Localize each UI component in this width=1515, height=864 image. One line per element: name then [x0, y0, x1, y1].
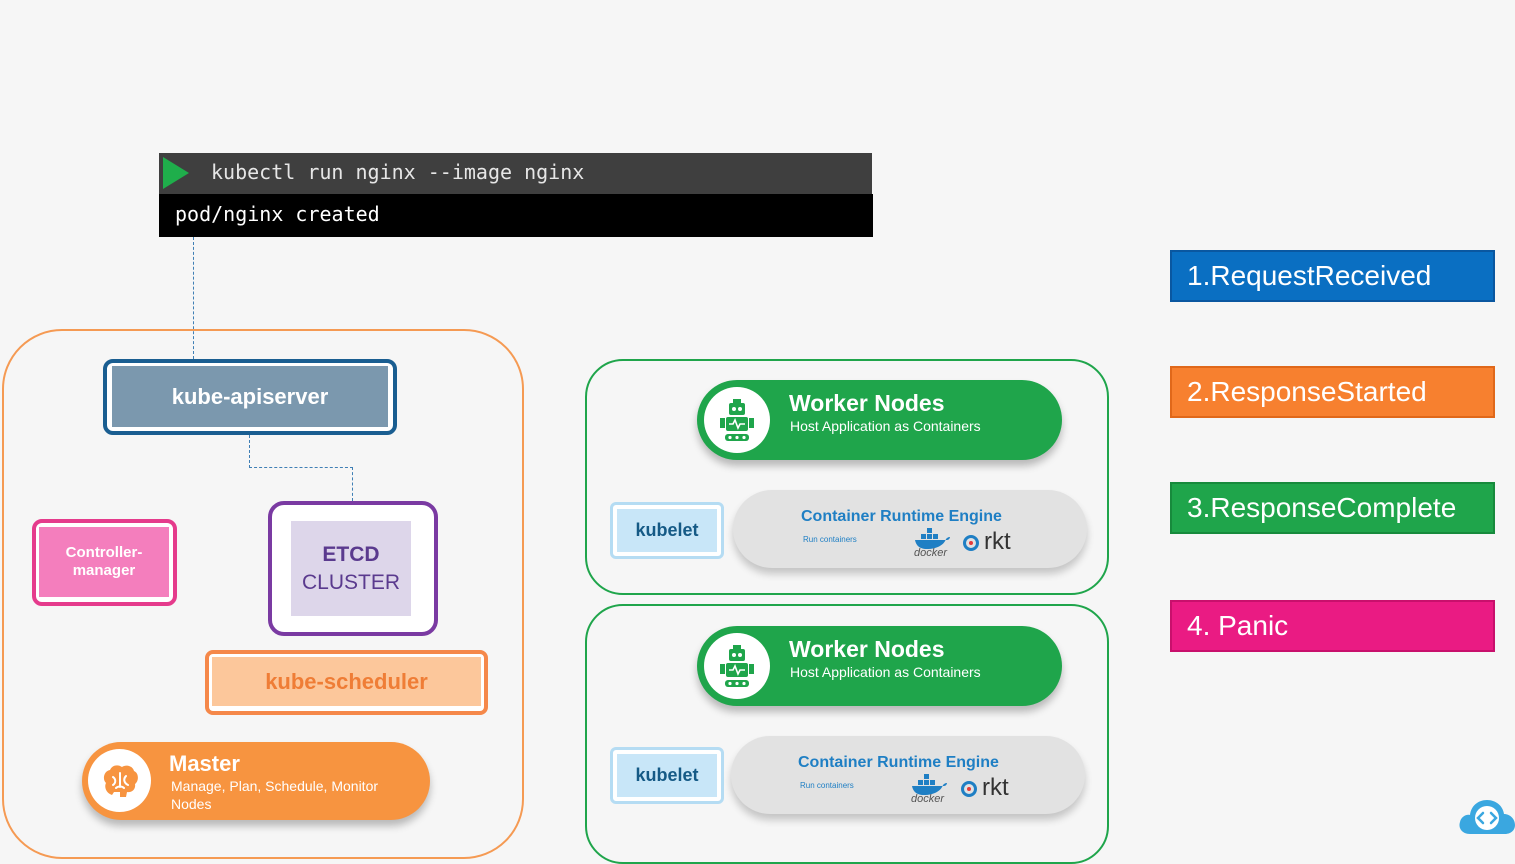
kubelet-label-2: kubelet: [617, 754, 717, 797]
runtime-title-2: Container Runtime Engine: [798, 754, 999, 771]
terminal-output-bar: [159, 194, 873, 237]
legend-panic: 4. Panic: [1170, 600, 1495, 652]
terminal-command-bar: [159, 153, 872, 194]
kube-scheduler-label: kube-scheduler: [212, 657, 481, 706]
etcd-cluster-inner: ETCD CLUSTER: [291, 521, 411, 616]
worker-node-boundary-1: [585, 359, 1109, 595]
etcd-title: ETCD: [322, 542, 380, 566]
rkt-label-2: rkt: [982, 774, 1009, 801]
controller-manager-label: Controller- manager: [39, 527, 169, 597]
runtime-sub-1: Run containers: [803, 535, 857, 544]
container-runtime-pill-2: [731, 736, 1085, 814]
rkt-label-1: rkt: [984, 528, 1011, 555]
legend-request-received: 1.RequestReceived: [1170, 250, 1495, 302]
worker-description-2: Host Application as Containers: [790, 664, 981, 680]
master-description: Manage, Plan, Schedule, Monitor Nodes: [171, 778, 379, 812]
runtime-title-1: Container Runtime Engine: [801, 508, 1002, 525]
legend-response-complete: 3.ResponseComplete: [1170, 482, 1495, 534]
brain-icon: [103, 764, 138, 797]
worker-title-1: Worker Nodes: [789, 390, 945, 416]
cloud-code-icon: [1458, 796, 1515, 841]
master-icon-circle: [88, 749, 151, 812]
play-icon: [163, 157, 189, 189]
robot-icon: [720, 399, 754, 441]
robot-icon: [720, 645, 754, 687]
worker-title-2: Worker Nodes: [789, 636, 945, 662]
worker-icon-circle-2: [704, 633, 770, 699]
worker-description-1: Host Application as Containers: [790, 418, 981, 434]
connector-etcd-up: [352, 467, 353, 501]
docker-icon: [913, 528, 951, 555]
rkt-icon: [960, 780, 978, 803]
connector-terminal-apiserver: [193, 237, 194, 359]
docker-label-1: docker: [914, 547, 948, 559]
connector-apiserver-down: [249, 435, 250, 468]
legend-response-started: 2.ResponseStarted: [1170, 366, 1495, 418]
etcd-subtitle: CLUSTER: [301, 570, 401, 594]
docker-icon: [910, 774, 948, 801]
connector-apiserver-etcd: [249, 467, 353, 468]
worker-icon-circle-1: [704, 387, 770, 453]
kube-apiserver-label: kube-apiserver: [112, 366, 388, 427]
kubelet-label-1: kubelet: [617, 509, 717, 552]
terminal-output: pod/nginx created: [175, 202, 380, 226]
rkt-icon: [962, 534, 980, 557]
docker-label-2: docker: [911, 793, 945, 805]
runtime-sub-2: Run containers: [800, 781, 854, 790]
master-title: Master: [169, 751, 240, 776]
terminal-command: kubectl run nginx --image nginx: [211, 160, 585, 184]
container-runtime-pill-1: [733, 490, 1087, 568]
